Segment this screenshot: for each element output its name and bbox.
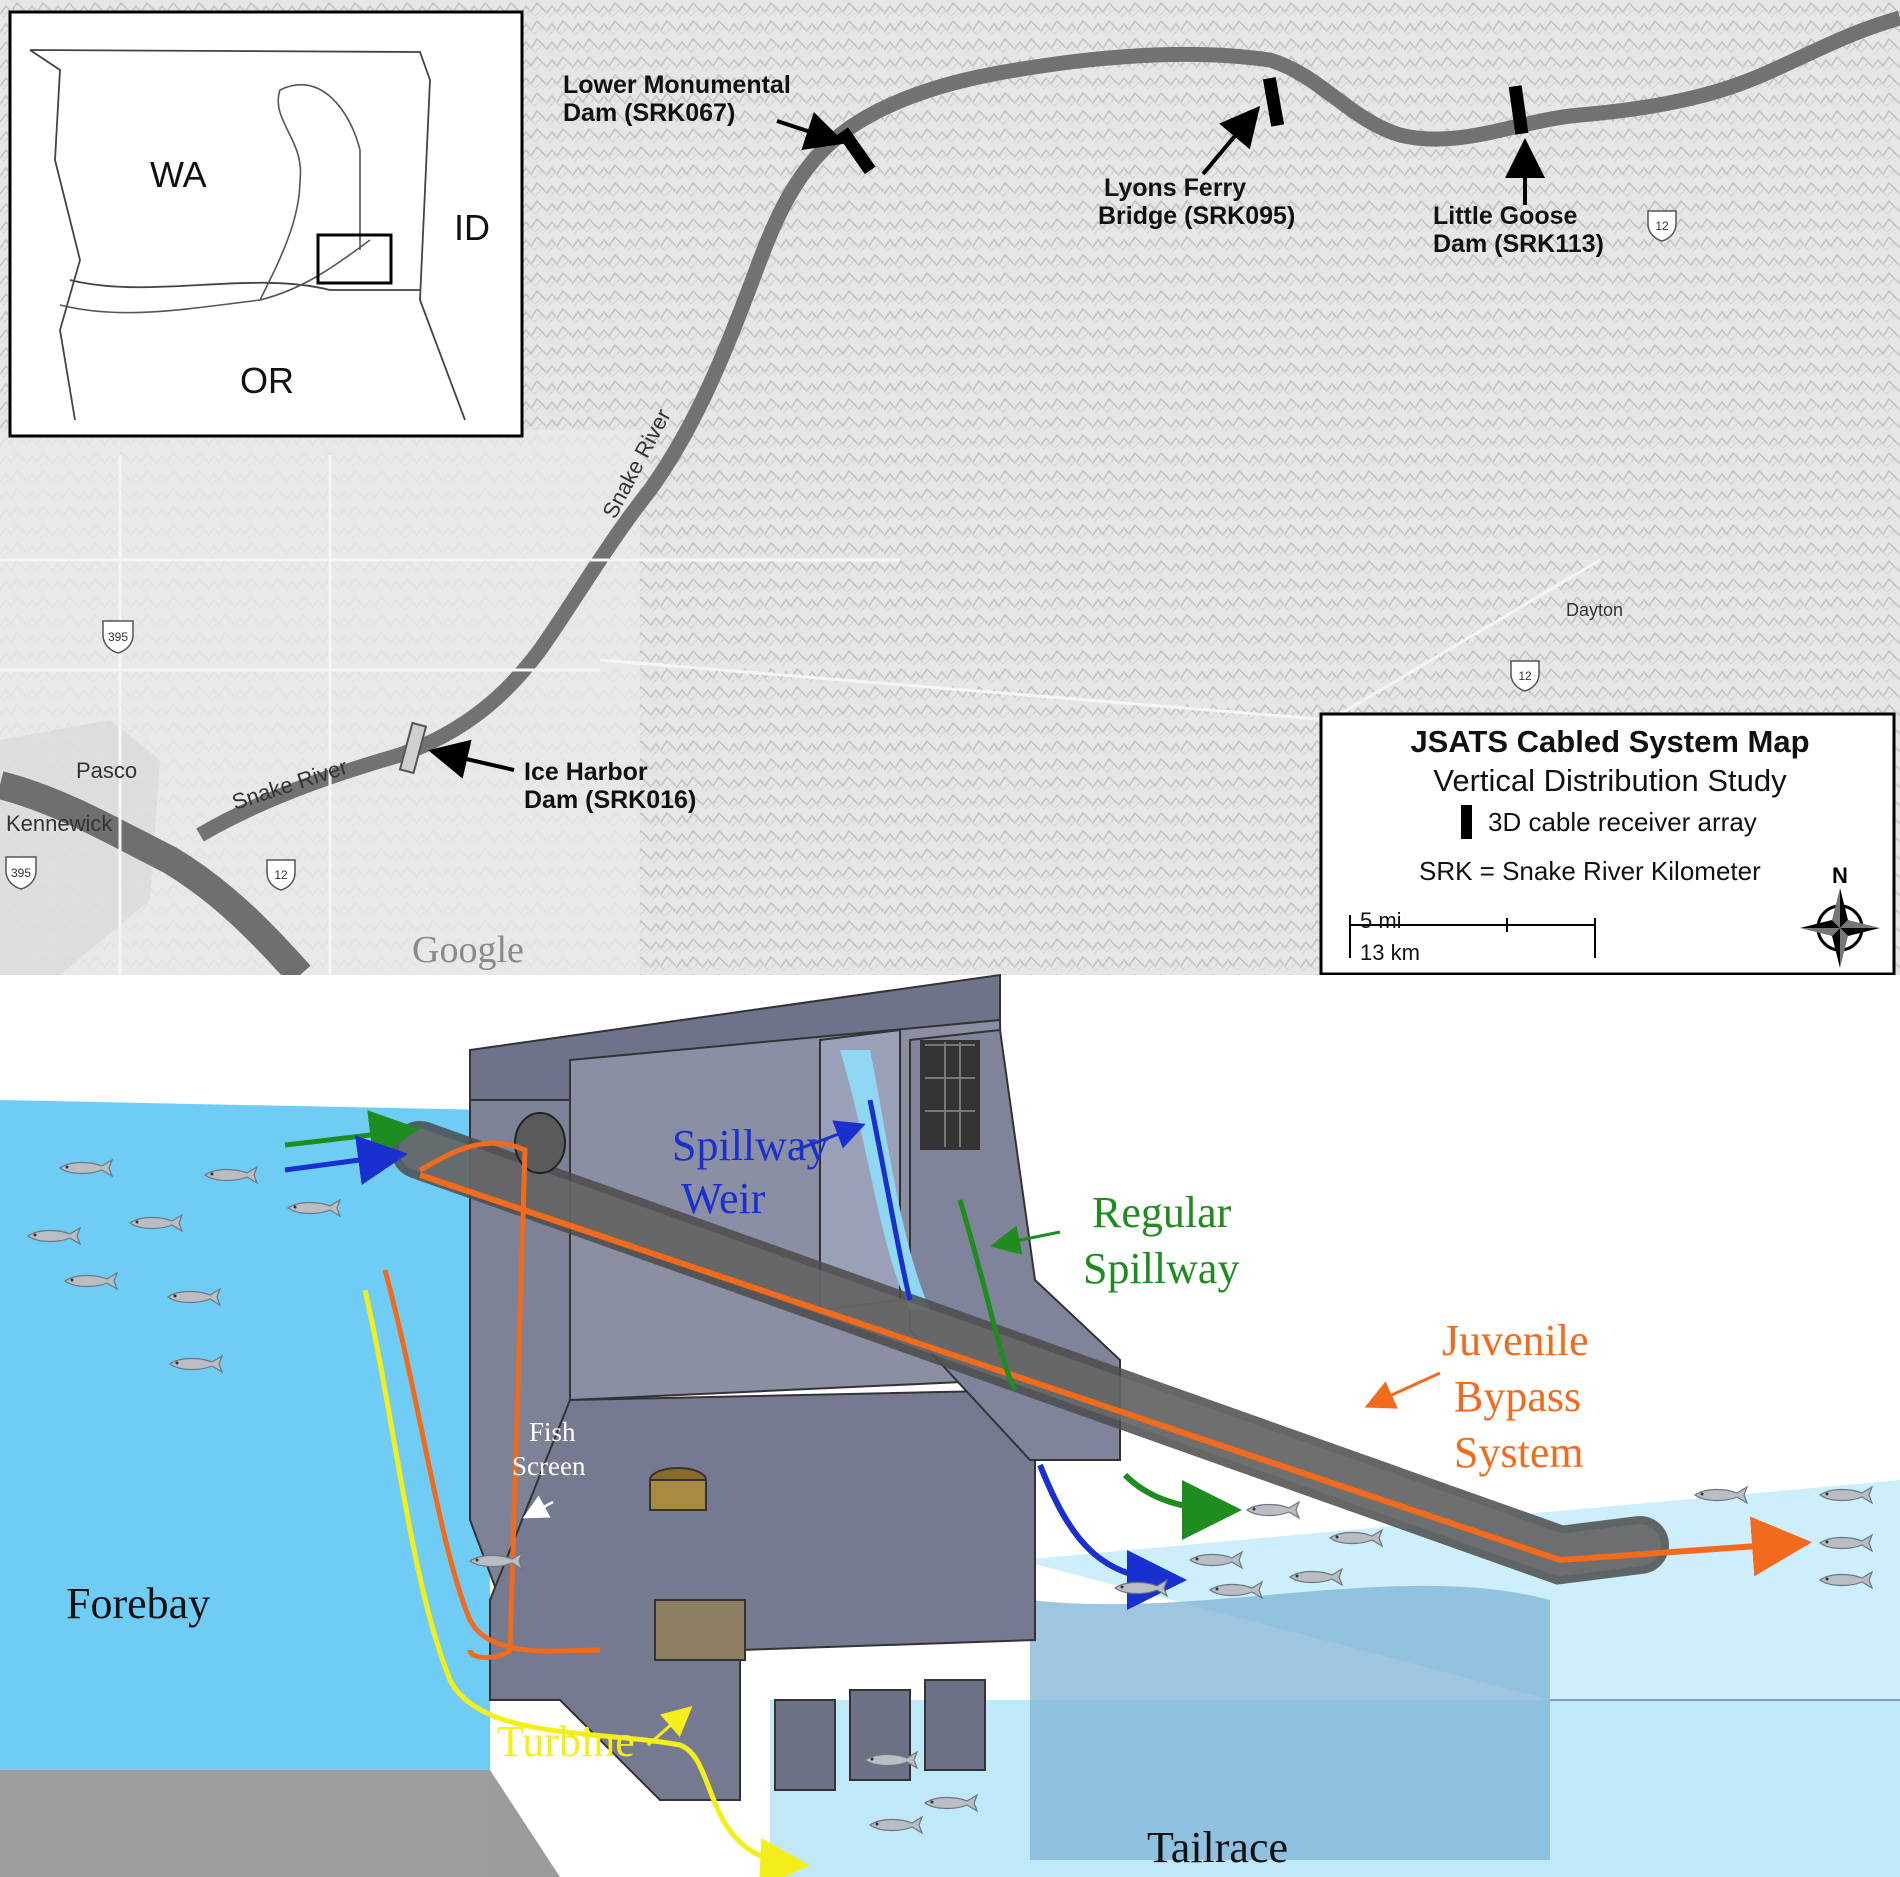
svg-text:12: 12 (1518, 669, 1532, 683)
regular-spillway-path (957, 1199, 1018, 1392)
label-spillway-weir-2: Weir (681, 1174, 766, 1223)
turbine-runner-icon (654, 1599, 746, 1661)
dam-powerhouse-lower (489, 1388, 1036, 1801)
turbine-leader (647, 1706, 693, 1747)
svg-text:12: 12 (1655, 219, 1669, 233)
columbia-river (0, 771, 311, 985)
google-watermark: Google (412, 929, 524, 971)
bypass-leader (1364, 1371, 1441, 1409)
hwy-12-shield-c: 12 (1510, 660, 1540, 692)
legend-title: JSATS Cabled System Map (1410, 724, 1809, 759)
north-arrow-icon: N (1800, 863, 1880, 968)
label-little-goose-2: Dam (SRK113) (1433, 230, 1604, 258)
label-tailrace: Tailrace (1147, 1823, 1288, 1872)
receiver-array-ice-harbor (398, 721, 428, 775)
receiver-array-lyons-ferry (1262, 77, 1285, 127)
snake-river (196, 10, 1900, 842)
label-little-goose-1: Little Goose (1433, 202, 1578, 230)
hwy-12-shield-a: 12 (266, 859, 296, 891)
legend-note: SRK = Snake River Kilometer (1419, 856, 1761, 886)
label-turbine: Turbine (497, 1717, 635, 1766)
inset-rivers (59, 83, 371, 314)
scale-km-label: 13 km (1360, 940, 1420, 965)
receiver-array-little-goose (1508, 85, 1529, 135)
spillway-weir-exit-arrow (1037, 1463, 1187, 1610)
arrow-ice-harbor (428, 739, 515, 779)
map-legend: JSATS Cabled System Map Vertical Distrib… (1319, 712, 1896, 976)
scale-mi-label: 5 mi (1360, 908, 1402, 933)
legend-frame (1319, 712, 1896, 976)
label-bypass-1: Juvenile (1442, 1316, 1589, 1365)
tailrace-box (1030, 1585, 1550, 1860)
forebay-blue-arrow (284, 1135, 408, 1186)
bypass-path (419, 1172, 1812, 1577)
place-pasco: Pasco (76, 758, 137, 783)
state-borders (29, 49, 466, 421)
svg-text:12: 12 (274, 868, 288, 882)
label-ice-harbor-2: Dam (SRK016) (524, 786, 696, 814)
spillway-gate-grid (920, 1040, 980, 1150)
regular-spillway-leader (990, 1225, 1061, 1255)
draft-tube-3 (924, 1679, 986, 1771)
hwy-395-shield-b: 395 (5, 856, 37, 890)
label-fish-screen-1: Fish (529, 1417, 576, 1447)
receiver-array-lower-monumental (837, 127, 876, 175)
label-forebay: Forebay (66, 1579, 210, 1628)
arrow-lower-monumental (776, 112, 846, 151)
inset-state-id: ID (454, 207, 490, 248)
terrain-map: Snake River Snake River Pasco Kennewick … (0, 0, 1900, 985)
spillway-weir-leader (795, 1120, 866, 1152)
inset-locator-map: WA ID OR (8, 10, 524, 438)
label-lyons-ferry-1: Lyons Ferry (1104, 174, 1246, 202)
inset-state-or: OR (240, 360, 294, 401)
hwy-12-shield-b: 12 (1647, 210, 1677, 242)
legend-marker-label: 3D cable receiver array (1488, 807, 1757, 837)
label-lyons-ferry-2: Bridge (SRK095) (1098, 202, 1295, 230)
svg-text:395: 395 (108, 630, 128, 644)
place-kennewick: Kennewick (6, 811, 113, 836)
bypass-path-upper (418, 1140, 528, 1660)
bypass-path-entry (382, 1269, 601, 1654)
forebay-green-arrow (284, 1110, 420, 1160)
inset-frame (8, 10, 524, 438)
label-lower-monumental-1: Lower Monumental (563, 71, 791, 99)
regular-spillway-exit-arrow (1122, 1472, 1242, 1540)
place-dayton: Dayton (1566, 600, 1623, 620)
svg-text:395: 395 (11, 866, 31, 880)
arrow-lyons-ferry (1201, 105, 1261, 176)
label-ice-harbor-1: Ice Harbor (524, 758, 648, 786)
inset-state-wa: WA (150, 154, 207, 195)
label-bypass-2: Bypass (1454, 1372, 1581, 1421)
forebay-water (0, 1100, 490, 1820)
scale-bar (1349, 915, 1596, 958)
label-lower-monumental-2: Dam (SRK067) (563, 99, 735, 127)
label-fish-screen-2: Screen (512, 1451, 586, 1481)
dam-diagram: Spillway Weir Regular Spillway Juvenile … (0, 973, 1900, 1877)
bypass-pipe-inlet (514, 1112, 566, 1174)
svg-text:N: N (1832, 863, 1848, 888)
label-regular-spillway-1: Regular (1092, 1188, 1232, 1237)
spillway-weir-path (867, 1099, 913, 1301)
hwy-395-shield-a: 395 (102, 620, 134, 654)
draft-tube-1 (774, 1699, 836, 1791)
legend-marker (1461, 805, 1472, 839)
label-bypass-3: System (1454, 1428, 1584, 1477)
turbine-path (362, 1289, 810, 1877)
label-regular-spillway-2: Spillway (1083, 1244, 1239, 1293)
legend-subtitle: Vertical Distribution Study (1433, 763, 1787, 798)
ground-front (0, 1770, 490, 1877)
draft-tube-2 (849, 1689, 911, 1781)
roads (0, 455, 1601, 975)
label-spillway-weir-1: Spillway (672, 1121, 828, 1170)
fish-screen-leader (522, 1495, 554, 1519)
study-area-box (316, 233, 393, 285)
